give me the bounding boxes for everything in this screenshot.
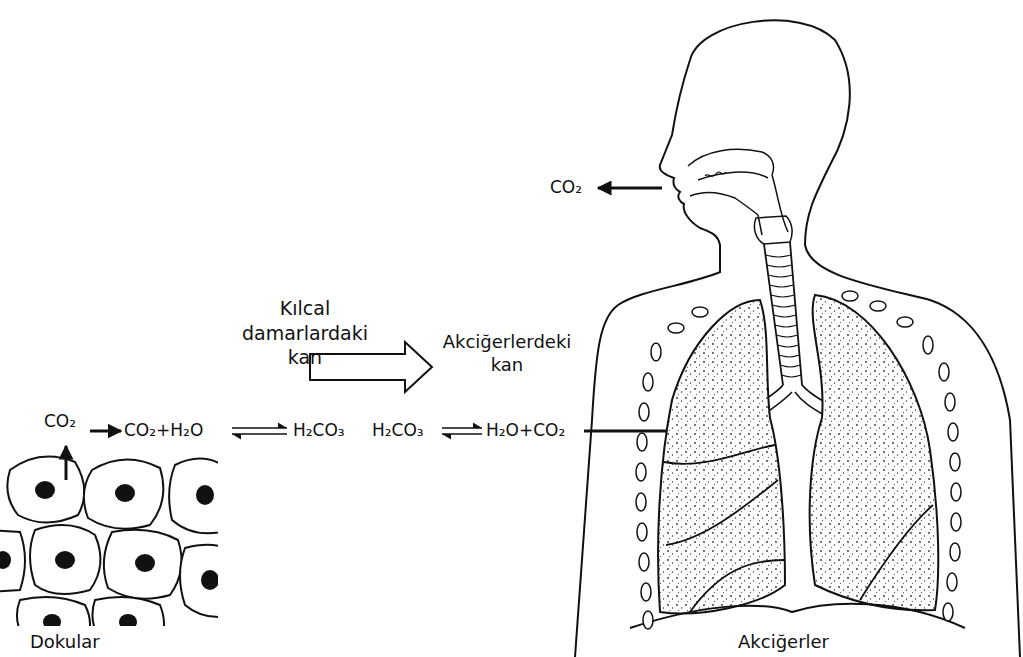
rib <box>668 323 684 333</box>
formula: CO₂ <box>44 410 76 432</box>
blood-label: Kılcal damarlardaki kan <box>240 296 370 370</box>
rib <box>643 373 653 391</box>
trachea-ring <box>780 365 800 367</box>
rib <box>923 336 933 354</box>
rib <box>897 317 913 327</box>
rib <box>637 433 647 451</box>
lungs <box>658 295 938 613</box>
trachea-ring <box>770 285 794 287</box>
trachea-ring <box>771 295 795 297</box>
rib <box>950 453 960 471</box>
rib <box>951 513 961 531</box>
rib <box>637 523 647 541</box>
trachea-ring <box>776 335 798 337</box>
formula: H₂CO₃ <box>372 419 424 441</box>
rib <box>950 543 960 561</box>
human-figure <box>575 20 1020 657</box>
rib <box>641 583 651 601</box>
formula: CO₂+H₂O <box>124 419 203 441</box>
rib <box>639 403 649 421</box>
rib <box>939 363 949 381</box>
rib <box>945 393 955 411</box>
rib <box>643 611 653 629</box>
trachea-ring <box>767 265 792 267</box>
trachea-ring <box>768 275 793 277</box>
diaphragm <box>630 604 965 628</box>
formula: H₂O+CO₂ <box>486 419 565 441</box>
rib <box>951 483 961 501</box>
formula: H₂CO₃ <box>293 419 345 441</box>
region-label: Akciğerler <box>738 630 829 653</box>
trachea-ring <box>782 375 802 377</box>
trachea-ring <box>772 305 795 307</box>
blood-label: Akciğerlerdeki kan <box>436 330 578 377</box>
rib <box>943 603 953 621</box>
rib <box>651 343 661 361</box>
rib <box>947 573 957 591</box>
trachea-ring <box>779 355 800 357</box>
rib <box>870 301 886 311</box>
region-label: Dokular <box>30 630 100 653</box>
tissue-cells <box>0 457 218 626</box>
ribs <box>636 291 961 629</box>
reaction-arrows <box>66 188 688 480</box>
trachea-ring <box>774 315 797 317</box>
rib <box>692 307 708 317</box>
trachea-ring <box>765 255 791 257</box>
rib <box>842 291 858 301</box>
lung-fissures <box>664 445 933 612</box>
hollow-arrow <box>310 342 432 392</box>
rib <box>948 423 958 441</box>
trachea-ring <box>778 345 799 347</box>
rib <box>639 553 649 571</box>
rib <box>636 493 646 511</box>
gas-label: CO₂ <box>550 176 582 198</box>
trachea-ring <box>775 325 797 327</box>
rib <box>636 463 646 481</box>
